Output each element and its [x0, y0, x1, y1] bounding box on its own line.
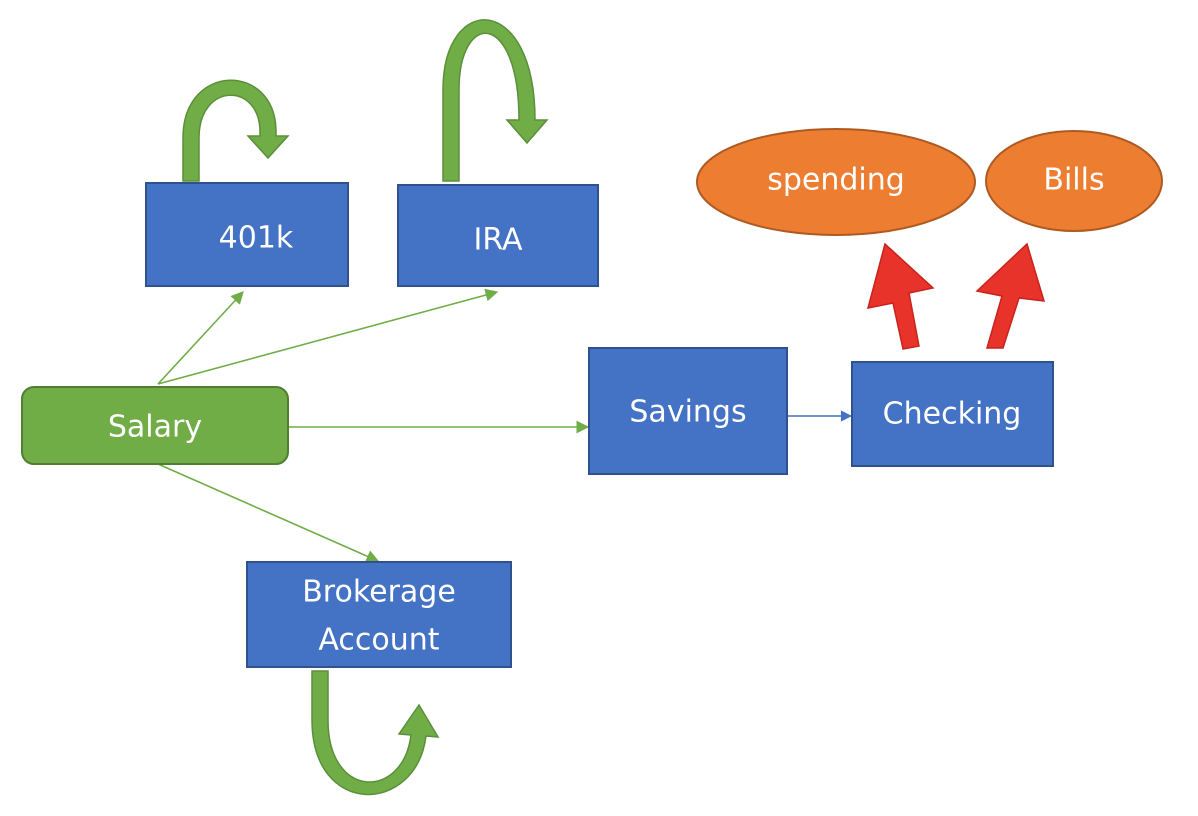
salary-label: Salary — [108, 410, 202, 445]
salary-node: Salary — [21, 386, 289, 465]
savings-node: Savings — [588, 347, 788, 475]
checking-to-bills-arrow — [975, 242, 1046, 349]
ira-node: IRA — [397, 184, 599, 287]
spending-node: spending — [696, 128, 976, 236]
checking-node: Checking — [851, 361, 1054, 467]
savings-label: Savings — [629, 395, 746, 430]
brokerage-growth-arrow — [311, 670, 440, 796]
401k-node: 401k — [145, 182, 349, 287]
checking-to-spending-arrow — [866, 242, 935, 350]
401k-label: 401k — [219, 221, 294, 256]
salary-to-ira-connector — [157, 288, 499, 385]
brokerage-label-line2: Account — [318, 623, 439, 658]
bills-label: Bills — [1043, 163, 1104, 198]
ira-label: IRA — [474, 223, 523, 258]
salary-to-brokerage-connector — [157, 463, 380, 563]
brokerage-account-node: Brokerage Account — [246, 561, 512, 668]
401k-growth-arrow — [182, 79, 290, 182]
checking-label: Checking — [883, 397, 1022, 432]
salary-to-401k-connector — [157, 291, 244, 385]
bills-node: Bills — [985, 130, 1163, 232]
brokerage-label-line1: Brokerage — [302, 575, 456, 610]
ira-growth-arrow — [442, 19, 549, 182]
spending-label: spending — [767, 163, 905, 198]
